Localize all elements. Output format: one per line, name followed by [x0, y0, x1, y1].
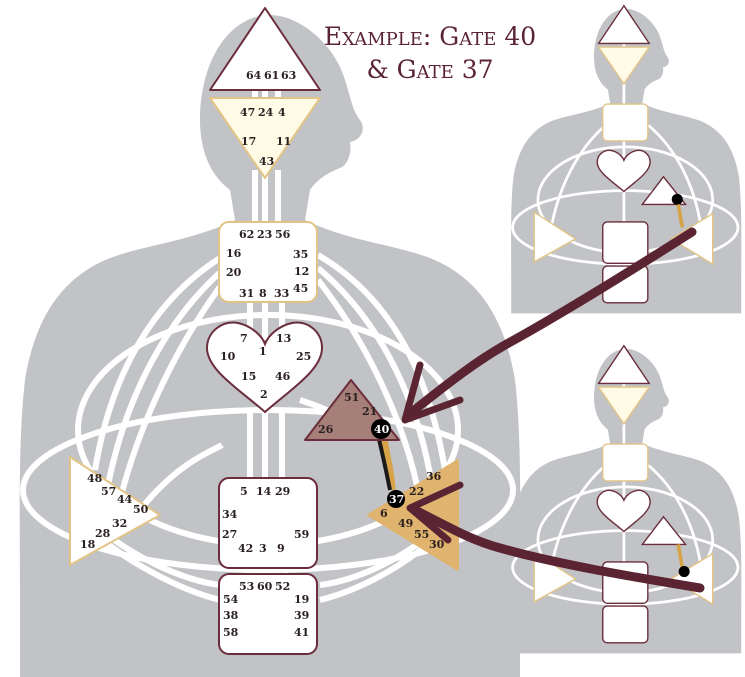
gate-37-marker: [387, 490, 405, 508]
gate-44: 44: [117, 493, 133, 506]
gate-6: 6: [380, 507, 388, 520]
gate-19: 19: [294, 593, 309, 606]
gate-10: 10: [220, 350, 236, 363]
gate-31: 31: [239, 287, 254, 300]
spleen-center: 48 57 44 50 32 28 18: [69, 456, 161, 566]
gate-23: 23: [257, 228, 272, 241]
gate-62: 62: [239, 228, 254, 241]
ajna-center: 47 24 4 17 11 43: [209, 97, 321, 179]
gate-52: 52: [275, 580, 290, 593]
arrowhead-gate-37: [406, 481, 464, 544]
gate-21: 21: [362, 405, 377, 418]
gate-49: 49: [398, 517, 413, 530]
gate-55: 55: [414, 528, 429, 541]
arrowhead-gate-40: [401, 361, 464, 424]
gate-17: 17: [241, 135, 256, 148]
gate-33: 33: [274, 287, 289, 300]
title-line1: Example: Gate 40: [324, 22, 536, 51]
example-bodygraph-gate-40: [511, 4, 742, 314]
gate-43: 43: [259, 155, 274, 168]
gate-27: 27: [222, 528, 237, 541]
gate-37: 37: [389, 493, 404, 506]
root-center: 53 60 52 54 19 38 39 58 41: [218, 573, 318, 655]
example-bodygraph-gate-37: [511, 344, 742, 654]
channel-40-37-gold: [379, 434, 396, 491]
gate-59: 59: [294, 528, 309, 541]
gate-51: 51: [344, 391, 359, 404]
gate-64: 64: [246, 69, 262, 82]
gate-39: 39: [294, 609, 309, 622]
gate-8: 8: [259, 287, 267, 300]
gate-47: 47: [240, 106, 255, 119]
gate-7: 7: [240, 332, 248, 345]
gate-15: 15: [241, 370, 256, 383]
gate-53: 53: [239, 580, 254, 593]
gate-4: 4: [278, 106, 286, 119]
gate-36: 36: [426, 470, 442, 483]
gate-20: 20: [226, 266, 242, 279]
ego-center: 51 21 26 40: [304, 379, 400, 441]
gate-16: 16: [226, 247, 242, 260]
gate-29: 29: [275, 485, 290, 498]
head-center: 64 61 63: [209, 7, 321, 91]
gate-34: 34: [222, 508, 238, 521]
gate-24: 24: [258, 106, 274, 119]
channel-40-37: [376, 434, 392, 491]
gate-11: 11: [276, 135, 291, 148]
arrow-to-gate-37: [410, 505, 705, 593]
gate-40-marker: [371, 419, 391, 439]
gate-50: 50: [133, 503, 149, 516]
g-center: 7 13 1 10 25 15 46 2: [205, 321, 324, 414]
gate-58: 58: [223, 626, 239, 639]
gate-18: 18: [80, 538, 96, 551]
gate-42: 42: [238, 542, 253, 555]
main-bodygraph: 64 61 63 47 24 4 17 11 43 62 23 56 16 35…: [19, 7, 521, 677]
gate-63: 63: [281, 69, 296, 82]
gate-45: 45: [293, 282, 308, 295]
gate-48: 48: [87, 472, 103, 485]
gate-22: 22: [409, 485, 424, 498]
gate-9: 9: [277, 542, 285, 555]
arrows: [401, 227, 705, 593]
throat-center: 62 23 56 16 35 20 12 31 8 33 45: [218, 221, 318, 303]
title: Example: Gate 40 & Gate 37: [324, 22, 536, 84]
gate-32: 32: [112, 517, 127, 530]
gate-46: 46: [275, 370, 291, 383]
gate-40: 40: [374, 423, 390, 436]
sacral-center: 5 14 29 34 27 59 42 3 9: [218, 477, 318, 569]
gate-13: 13: [276, 332, 291, 345]
gate-30: 30: [429, 538, 445, 551]
gate-57: 57: [101, 485, 116, 498]
gate-14: 14: [256, 485, 272, 498]
title-line2: & Gate 37: [366, 55, 493, 84]
gate-56: 56: [275, 228, 291, 241]
gate-5: 5: [240, 485, 248, 498]
gate-3: 3: [259, 542, 267, 555]
gate-38: 38: [223, 609, 239, 622]
gate-61: 61: [264, 69, 279, 82]
gate-60: 60: [257, 580, 273, 593]
gate-12: 12: [294, 265, 309, 278]
gate-2: 2: [260, 388, 268, 401]
arrow-to-gate-40: [403, 227, 697, 420]
gate-25: 25: [296, 350, 311, 363]
gate-28: 28: [95, 527, 111, 540]
gate-1: 1: [259, 345, 267, 358]
gate-54: 54: [223, 593, 239, 606]
gate-41: 41: [294, 626, 309, 639]
gate-35: 35: [293, 248, 308, 261]
gate-26: 26: [318, 423, 334, 436]
